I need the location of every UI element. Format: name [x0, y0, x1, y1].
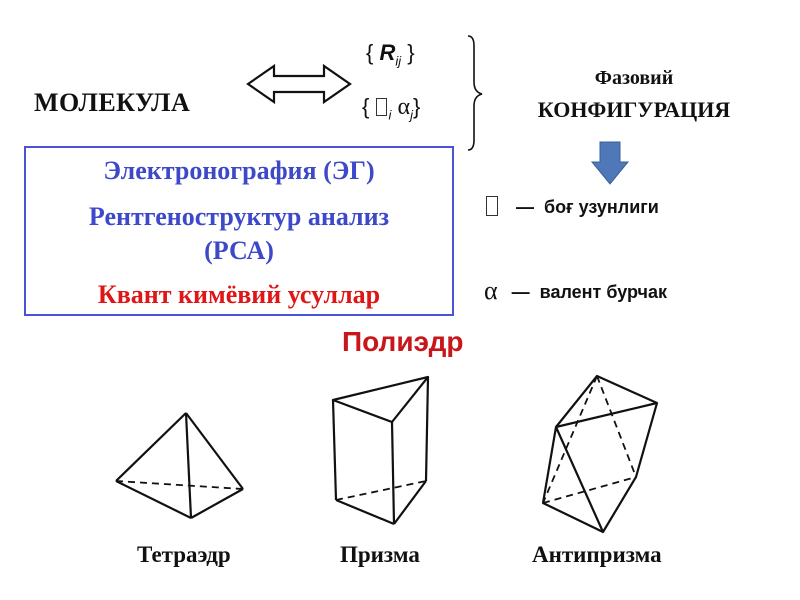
methods-box: Электронография (ЭГ) Рентгеноструктур ан…: [24, 146, 454, 316]
phase-configuration: Фазовий КОНФИГУРАЦИЯ: [516, 62, 752, 126]
distance-set: { Rij }: [366, 40, 415, 69]
label-tetrahedron: Тетраэдр: [137, 542, 231, 567]
bond-angle-set: { i αj}: [362, 94, 421, 123]
r-symbol: R: [379, 40, 396, 65]
antiprism-shape: [541, 374, 659, 534]
method-quantum: Квант кимёвий усуллар: [97, 280, 381, 309]
phase-line1: Фазовий: [594, 67, 674, 89]
curly-brace-icon: [467, 35, 483, 151]
label-antiprism: Антипризма: [532, 542, 662, 567]
label-prism: Призма: [340, 542, 420, 567]
legend-bond-length: —боғ узунлиги: [486, 196, 659, 218]
method-xray: Рентгеноструктур анализ (РСА): [88, 202, 390, 265]
method-electronography: Электронография (ЭГ): [103, 156, 375, 185]
double-arrow-icon: [246, 63, 352, 105]
missing-glyph-icon: [486, 196, 498, 216]
prism-shape: [331, 375, 430, 526]
polyhedron-title: Полиэдр: [342, 326, 464, 357]
legend-valence-angle: α—валент бурчак: [484, 276, 668, 305]
phase-line2: КОНФИГУРАЦИЯ: [537, 97, 731, 122]
down-arrow-icon: [590, 141, 630, 185]
tetrahedron-shape: [115, 412, 244, 519]
molecule-label: МОЛЕКУЛА: [34, 88, 191, 117]
missing-glyph-icon: [376, 98, 388, 116]
